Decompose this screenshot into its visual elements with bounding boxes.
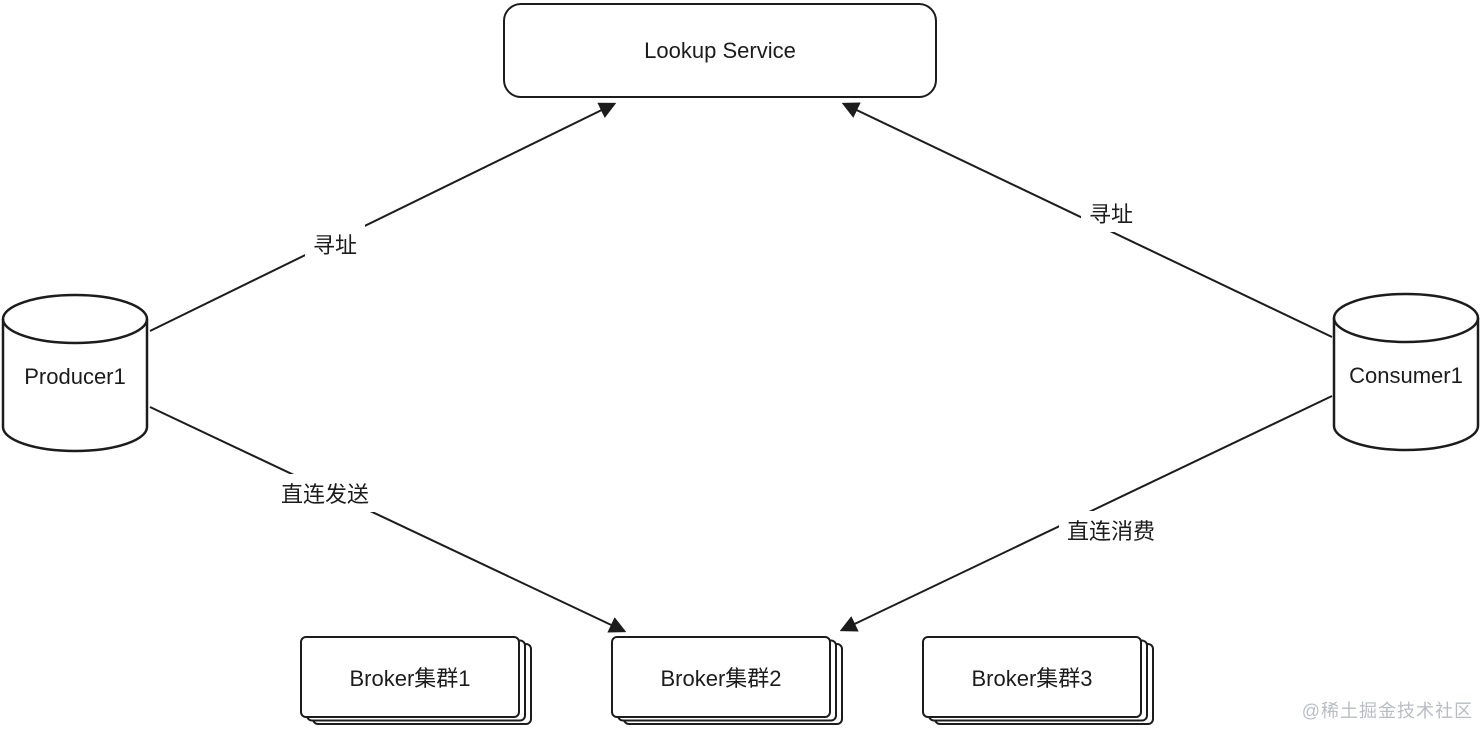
stacked-box-front-layer: Broker集群3 [922, 636, 1142, 718]
node-consumer1: Consumer1 [1332, 291, 1480, 453]
edge-label-producer-lookup: 寻址 [304, 225, 366, 263]
node-producer1: Producer1 [1, 292, 149, 454]
node-broker-cluster-3-label: Broker集群3 [971, 666, 1093, 691]
node-lookup-service: Lookup Service [503, 3, 937, 98]
cylinder-shape [1332, 292, 1480, 452]
edge-producer1-to-broker2-line [149, 406, 627, 633]
stacked-box-front-layer: Broker集群1 [300, 636, 520, 718]
watermark-text: @稀土掘金技术社区 [1301, 701, 1473, 721]
node-lookup-service-label: Lookup Service [644, 37, 796, 63]
node-broker-cluster-1: Broker集群1 [300, 636, 532, 725]
node-broker-cluster-2-label: Broker集群2 [660, 666, 782, 691]
edge-label-consumer-lookup: 寻址 [1080, 194, 1142, 232]
node-broker-cluster-1-label: Broker集群1 [349, 666, 471, 691]
edge-label-producer-broker: 直连发送 [272, 474, 378, 512]
node-consumer1-label: Consumer1 [1349, 363, 1463, 388]
stacked-box-front-layer: Broker集群2 [611, 636, 831, 718]
node-producer1-label: Producer1 [24, 364, 126, 389]
node-broker-cluster-3: Broker集群3 [922, 636, 1154, 725]
edge-producer1-to-lookup-line [149, 102, 617, 332]
edge-label-consumer-broker: 直连消费 [1058, 511, 1164, 549]
node-broker-cluster-2: Broker集群2 [611, 636, 843, 725]
cylinder-shape [1, 293, 149, 453]
